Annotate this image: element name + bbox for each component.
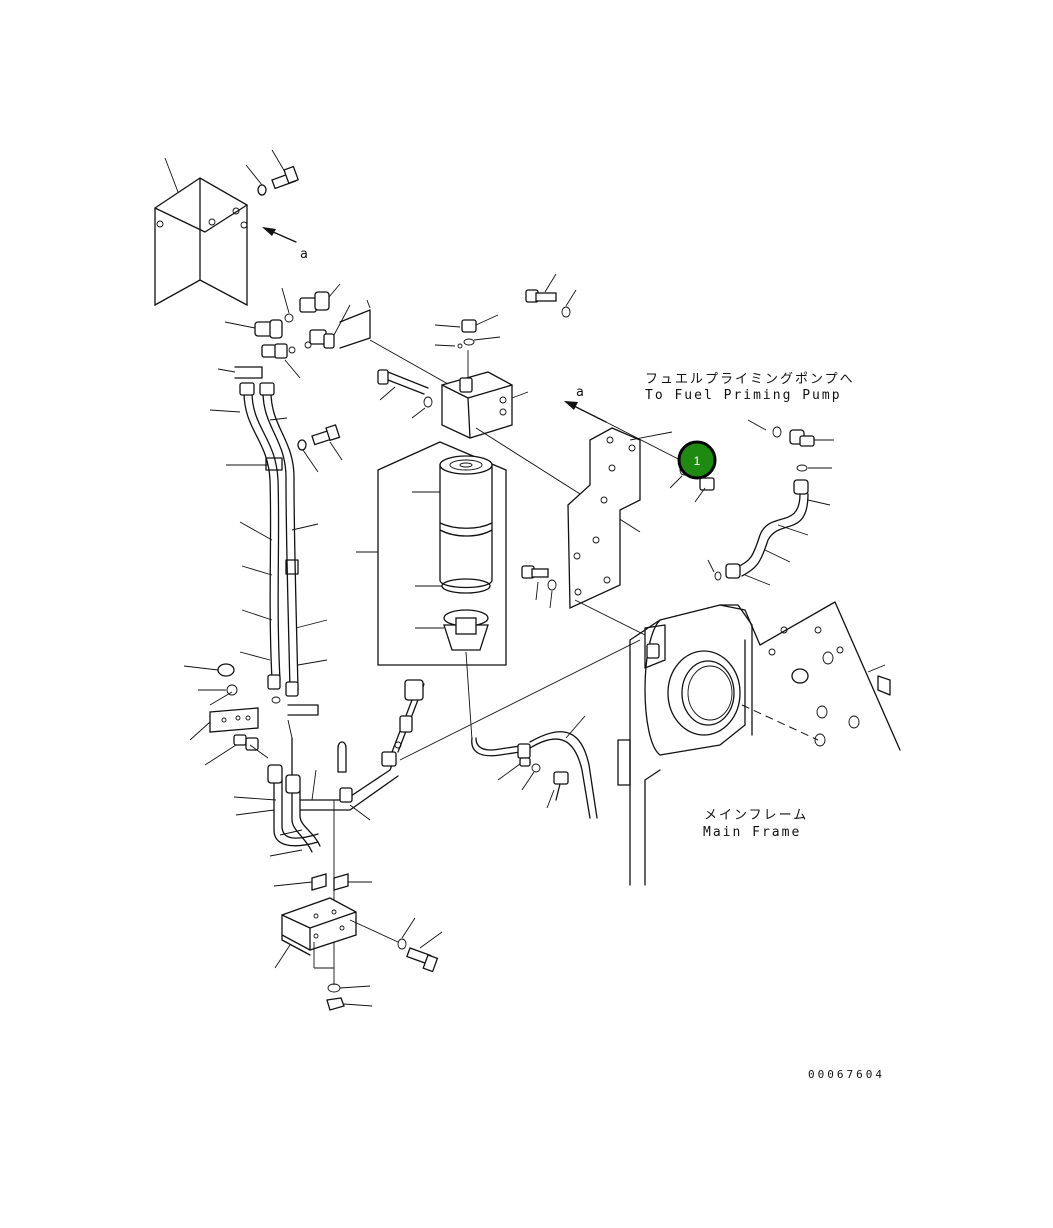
view-marker-top: a [300,247,310,262]
bottom-bolt [397,917,443,973]
filter-head-plugs [434,314,501,378]
priming-hose [707,419,834,586]
clamp-bolt [297,424,343,473]
main-frame-label-jp: メインフレーム [704,808,808,823]
view-arrow-a-right: a [564,385,607,423]
fuel-pump-label-jp: フュエルプライミングポンプへ [645,372,855,387]
hose-leader-lines [209,409,328,666]
hose-clips [273,873,372,891]
fuel-pump-label-en: To Fuel Priming Pump [645,388,842,403]
bracket-side-bolt [521,565,557,609]
main-frame: メインフレーム Main Frame [617,601,901,886]
bolt-top-middle [525,273,577,318]
main-frame-label-en: Main Frame [703,825,801,840]
bottom-bracket [274,897,399,969]
hose-pair-left [209,382,328,697]
drain-hose [399,639,641,819]
lower-piping [183,663,425,985]
callout-1[interactable]: 1 [677,440,717,480]
filter-head [369,339,641,533]
bolt-top [245,149,300,196]
mount-bracket [567,427,673,636]
long-bolt [377,369,433,419]
fuel-pump-label: フュエルプライミングポンプへ To Fuel Priming Pump [645,372,855,403]
bracket-bolt [605,421,715,503]
cover-plate [154,157,248,307]
callout-number: 1 [694,454,701,468]
bottom-nut [326,983,373,1011]
filter-assembly [356,441,507,741]
elbow-fittings [217,283,371,379]
view-marker-right: a [576,385,586,400]
view-arrow-a-top: a [262,227,310,262]
drawing-number: 00067604 [808,1068,885,1081]
